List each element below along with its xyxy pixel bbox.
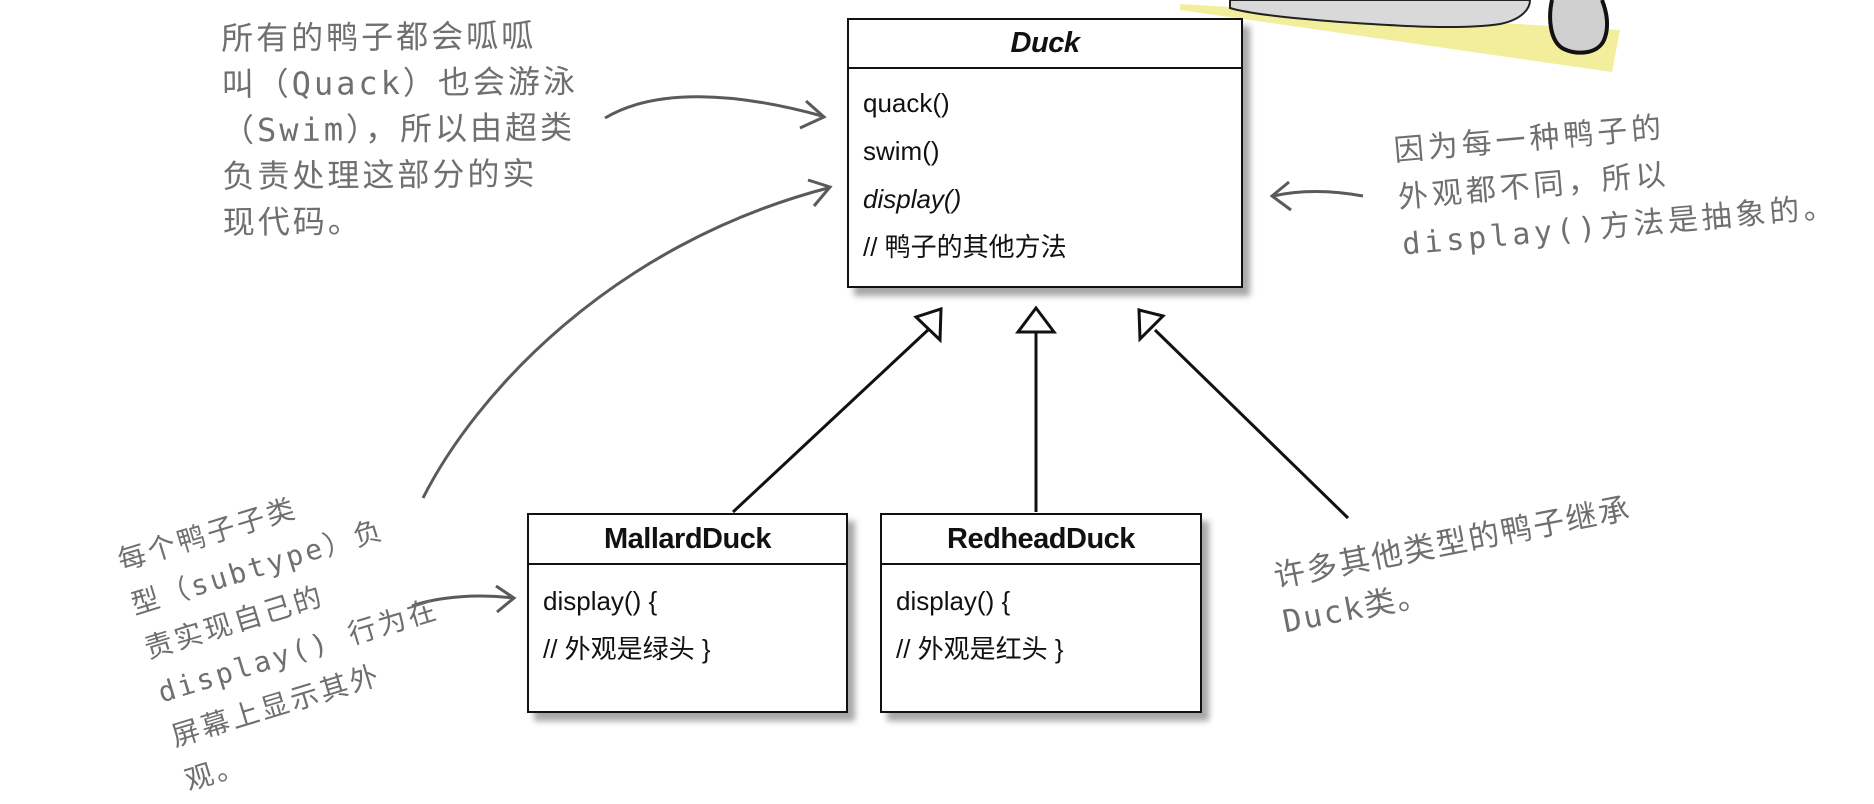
annotation-line: 所有的鸭子都会呱呱	[221, 16, 537, 58]
duck-method-swim: swim()	[863, 136, 940, 166]
duck-method-other: // 鸭子的其他方法	[863, 232, 1067, 262]
mallard-duck-class-box: MallardDuck display() { // 外观是绿头 }	[527, 513, 848, 713]
other-inheritance-arrowhead	[1137, 308, 1166, 343]
mallard-inheritance-arrowhead	[913, 306, 943, 344]
annotation-line: 负责处理这部分的实	[222, 154, 538, 196]
redhead-duck-method-list: display() { // 外观是红头 }	[882, 565, 1200, 673]
duck-class-name: Duck	[849, 20, 1241, 69]
arrow-head-icon	[1269, 180, 1292, 212]
redhead-duck-class-box: RedheadDuck display() { // 外观是红头 }	[880, 513, 1202, 713]
cartoon-thumb-icon	[1548, 0, 1610, 55]
arrow-head-icon	[799, 99, 827, 130]
arrow-head-icon	[495, 584, 517, 614]
mallard-duck-method-list: display() { // 外观是绿头 }	[529, 565, 846, 673]
arrow-top-left-to-duck	[604, 95, 823, 120]
mallard-duck-class-name: MallardDuck	[529, 515, 846, 565]
redhead-duck-method-comment: // 外观是红头 }	[896, 634, 1064, 664]
duck-method-quack: quack()	[863, 88, 950, 118]
duck-class-box: Duck quack() swim() display() // 鸭子的其他方法	[847, 18, 1243, 288]
arrow-bottom-left-to-duck	[421, 186, 829, 499]
annotation-superclass-behavior: 所有的鸭子都会呱呱 叫（Quack）也会游泳 （Swim），所以由超类 负责处理…	[221, 12, 579, 245]
annotation-line: 叫（Quack）也会游泳	[221, 62, 579, 104]
annotation-line: （Swim），所以由超类	[221, 108, 576, 150]
redhead-duck-method-display: display() {	[896, 586, 1011, 616]
arrow-head-icon	[807, 178, 833, 207]
duck-method-list: quack() swim() display() // 鸭子的其他方法	[849, 69, 1241, 271]
redhead-inheritance-arrowhead	[1015, 305, 1057, 334]
redhead-duck-class-name: RedheadDuck	[882, 515, 1200, 565]
cartoon-hand-icon	[1229, 0, 1532, 29]
mallard-duck-method-display: display() {	[543, 586, 658, 616]
annotation-line: 现代码。	[222, 202, 363, 242]
other-inheritance-line	[1153, 328, 1350, 520]
mallard-duck-method-comment: // 外观是绿头 }	[543, 634, 711, 664]
arrow-right-to-duck	[1272, 190, 1364, 198]
arrow-bottom-left-to-mallard	[411, 594, 514, 608]
mallard-inheritance-line	[731, 327, 931, 514]
duck-method-display: display()	[863, 184, 962, 214]
highlight-stripe	[1180, 4, 1620, 72]
